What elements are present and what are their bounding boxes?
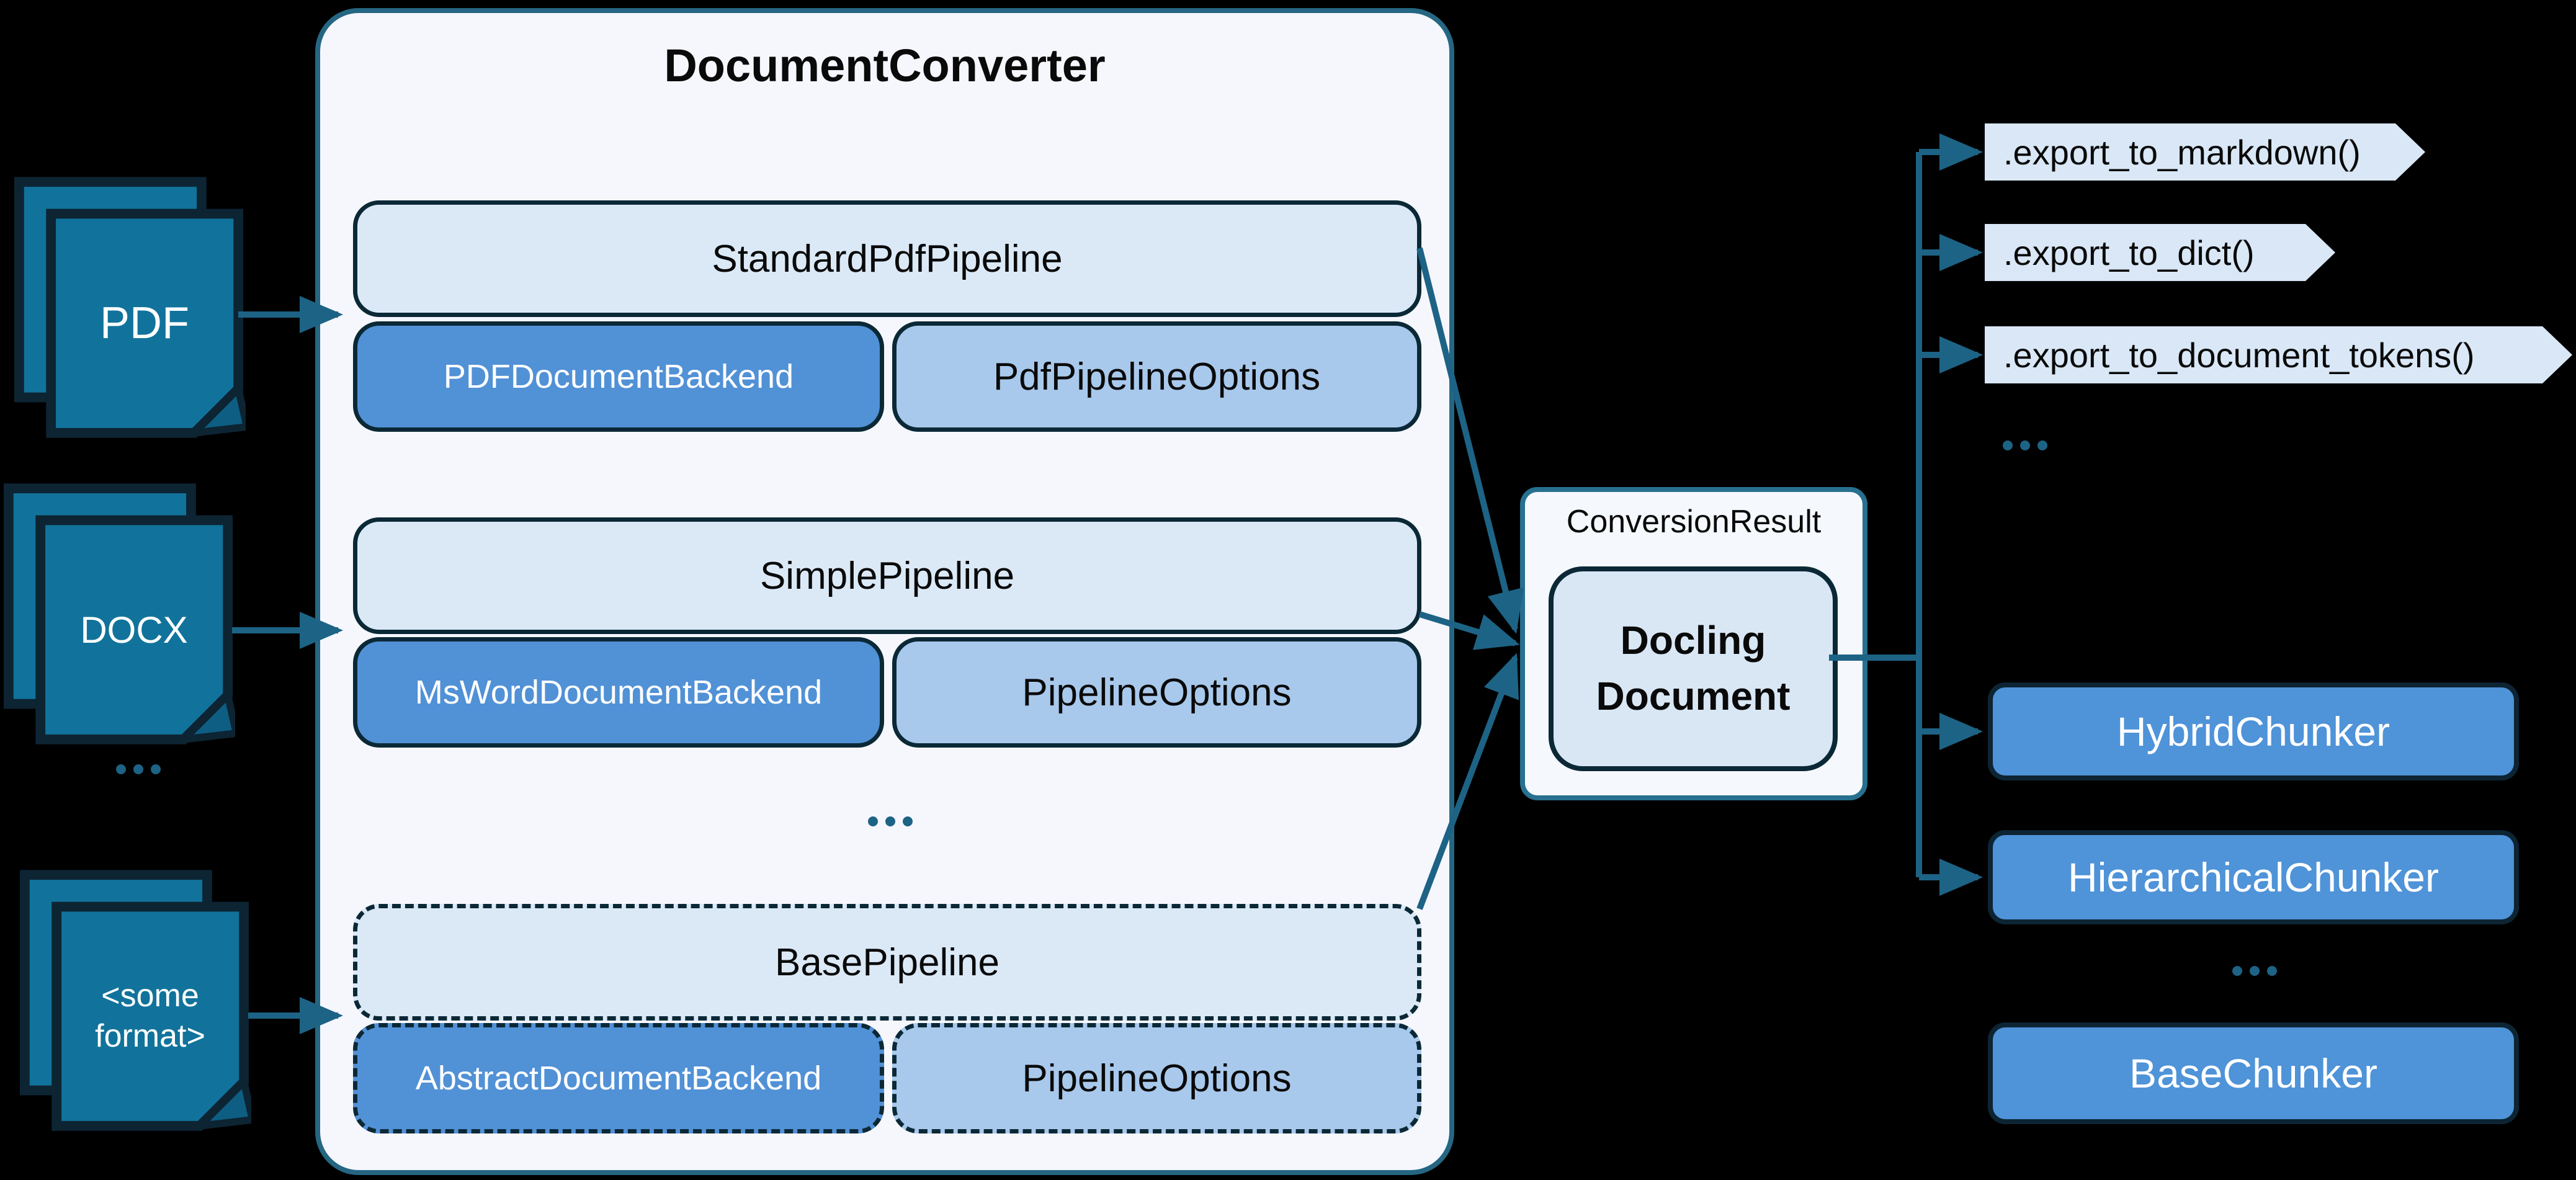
docling-document-box: Docling Document	[1549, 566, 1838, 771]
export-to-document-tokens-tag: .export_to_document_tokens()	[1985, 326, 2572, 383]
docx-input-label: DOCX	[80, 609, 188, 651]
docx-document-icon	[3, 483, 235, 744]
some-format-document-icon	[19, 870, 251, 1131]
options-pipeline: PipelineOptions	[892, 637, 1421, 748]
chunkers-ellipsis	[2232, 966, 2277, 976]
base-chunker-box: BaseChunker	[1988, 1022, 2519, 1124]
pipeline-base: BasePipeline	[353, 904, 1421, 1021]
some-format-input-label: <some format>	[95, 978, 205, 1054]
hierarchical-chunker-box: HierarchicalChunker	[1988, 830, 2519, 924]
pipeline-simple: SimplePipeline	[353, 517, 1421, 634]
ellipsis-dot	[903, 816, 913, 826]
inputs-ellipsis	[116, 764, 161, 774]
ellipsis-dot	[151, 764, 161, 774]
conversion-result-label: ConversionResult	[1566, 504, 1822, 540]
backend-pdf-document: PDFDocumentBackend	[353, 321, 884, 432]
pipeline-standard-pdf: StandardPdfPipeline	[353, 200, 1421, 317]
hybrid-chunker-box: HybridChunker	[1988, 682, 2519, 780]
ellipsis-dot	[885, 816, 895, 826]
document-converter-title: DocumentConverter	[664, 40, 1106, 91]
ellipsis-dot	[2003, 440, 2013, 450]
backend-abstract-document: AbstractDocumentBackend	[353, 1023, 884, 1133]
document-converter-container: DocumentConverter StandardPdfPipeline PD…	[315, 8, 1454, 1175]
exports-ellipsis	[2003, 440, 2047, 450]
conversion-result-box: ConversionResult Docling Document	[1520, 487, 1867, 800]
ellipsis-dot	[133, 764, 143, 774]
ellipsis-dot	[2020, 440, 2030, 450]
backend-msword-document: MsWordDocumentBackend	[353, 637, 884, 748]
ellipsis-dot	[2250, 966, 2260, 976]
pdf-input-label: PDF	[100, 298, 189, 348]
export-to-markdown-tag: .export_to_markdown()	[1985, 123, 2425, 181]
options-pdf-pipeline: PdfPipelineOptions	[892, 321, 1421, 432]
export-to-dict-tag: .export_to_dict()	[1985, 224, 2335, 281]
ellipsis-dot	[868, 816, 878, 826]
options-base-pipeline: PipelineOptions	[892, 1023, 1421, 1133]
ellipsis-dot	[2267, 966, 2277, 976]
ellipsis-dot	[2232, 966, 2242, 976]
pdf-document-icon	[14, 177, 246, 438]
ellipsis-dot	[2037, 440, 2047, 450]
pipelines-ellipsis	[868, 816, 913, 826]
ellipsis-dot	[116, 764, 126, 774]
